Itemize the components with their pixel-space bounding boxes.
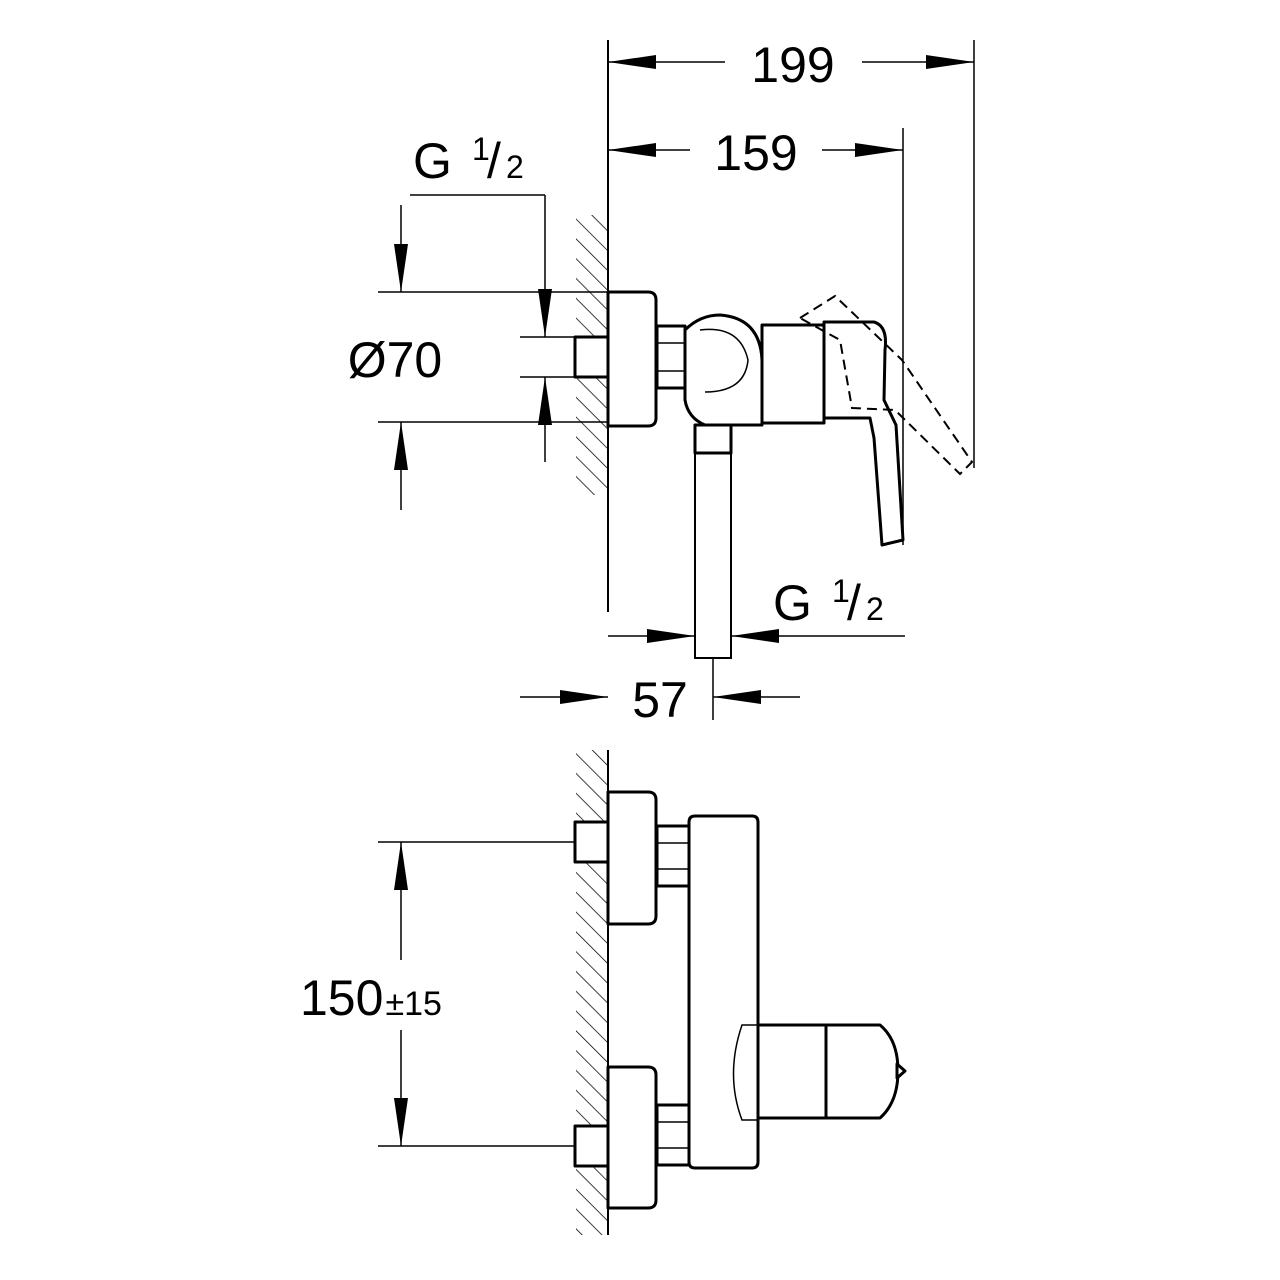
upper-rosette bbox=[606, 790, 658, 926]
inlet-spacing-label: 150 ±15 bbox=[300, 970, 442, 1026]
lever-handle bbox=[822, 320, 905, 547]
upper-inlet-stub bbox=[573, 820, 610, 864]
inlet-thread-label: G 1 / 2 bbox=[413, 131, 524, 189]
lower-inlet-stub bbox=[573, 1124, 610, 1168]
outlet-fitting bbox=[693, 423, 733, 455]
upper-nut bbox=[655, 824, 691, 888]
inlet-thread-num: 1 bbox=[472, 131, 490, 167]
dim-handle-depth: 159 bbox=[714, 125, 797, 181]
outlet-thread-slash: / bbox=[847, 575, 861, 631]
front-view: 150 ±15 bbox=[300, 750, 907, 1235]
outlet-thread-label: G 1 / 2 bbox=[773, 573, 884, 631]
cartridge-housing-front bbox=[756, 1023, 828, 1120]
inlet-thread-den: 2 bbox=[506, 149, 524, 185]
outlet-thread-num: 1 bbox=[832, 573, 850, 609]
dim-rosette-diameter: Ø70 bbox=[348, 332, 443, 388]
rosette bbox=[606, 290, 658, 428]
valve-body bbox=[683, 313, 764, 427]
side-view: 199 159 Ø70 G 1 / 2 bbox=[348, 37, 975, 728]
handle-tip bbox=[895, 1062, 907, 1080]
dim-inlet-spacing-tolerance: ±15 bbox=[385, 985, 441, 1023]
handle-alternate-position bbox=[798, 294, 974, 476]
body-recess bbox=[732, 1024, 759, 1121]
outlet-pipe bbox=[694, 452, 732, 659]
inlet-stub bbox=[573, 335, 610, 379]
inlet-thread-main: G bbox=[413, 133, 452, 189]
hex-nut bbox=[655, 324, 687, 390]
mixer-body bbox=[687, 814, 760, 1170]
lower-rosette bbox=[606, 1065, 658, 1210]
dim-outlet-offset: 57 bbox=[632, 672, 688, 728]
handle-knob bbox=[824, 1023, 900, 1120]
lower-nut bbox=[655, 1103, 691, 1167]
inlet-thread-slash: / bbox=[487, 133, 501, 189]
dim-overall-depth: 199 bbox=[751, 37, 834, 93]
dim-inlet-spacing: 150 bbox=[300, 970, 383, 1026]
outlet-thread-den: 2 bbox=[866, 591, 884, 627]
outlet-thread-main: G bbox=[773, 575, 812, 631]
cartridge-housing bbox=[760, 323, 826, 425]
